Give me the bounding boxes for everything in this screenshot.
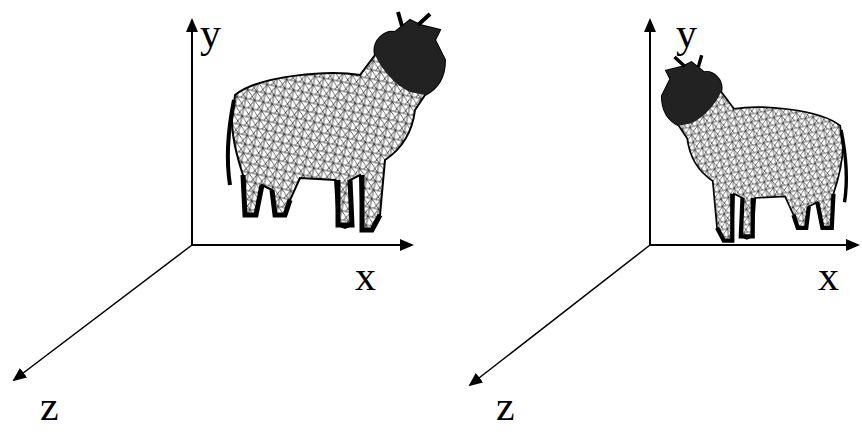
axis-label: y	[200, 12, 221, 54]
axis-label: x	[818, 255, 839, 297]
axis-label: x	[355, 255, 376, 297]
axis-label: z	[40, 385, 59, 427]
axis-label: z	[496, 385, 515, 427]
axis-label: y	[676, 12, 697, 54]
